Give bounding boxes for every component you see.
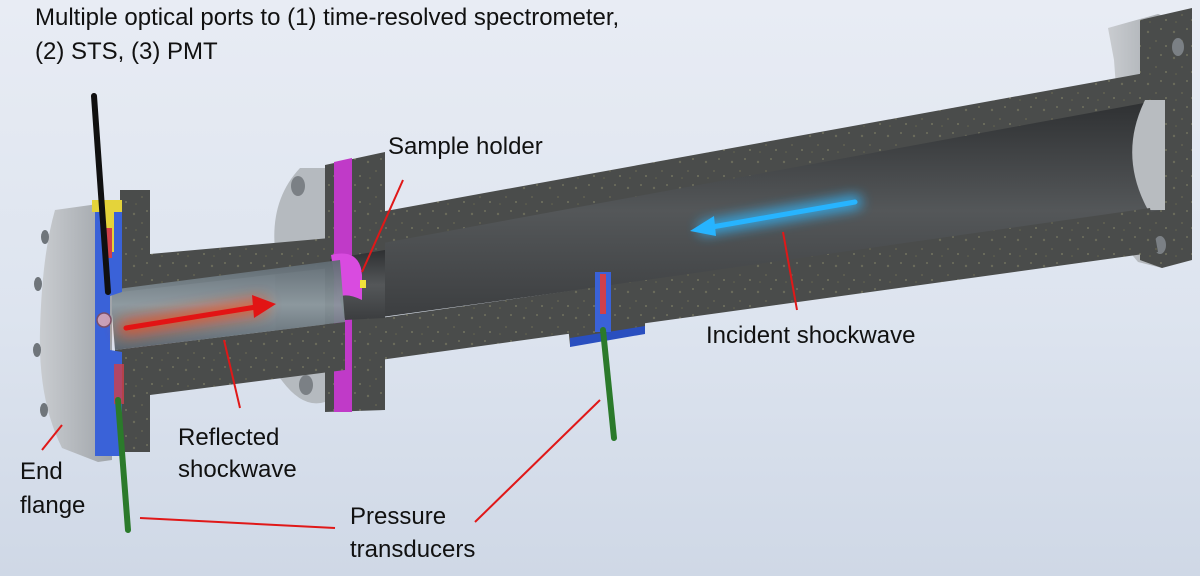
label-reflected-line2: shockwave bbox=[178, 456, 297, 483]
label-reflected-line1: Reflected bbox=[178, 424, 280, 451]
bolt-hole-icon bbox=[34, 277, 42, 291]
leader-transducer-right bbox=[474, 399, 601, 523]
label-pressure-line2: transducers bbox=[350, 536, 476, 563]
label-pressure-line1: Pressure bbox=[350, 503, 447, 530]
leader-lines bbox=[41, 179, 798, 529]
label-end-flange-line2: flange bbox=[20, 492, 86, 519]
optical-window-icon bbox=[96, 312, 112, 328]
incident-shockwave-arrow bbox=[690, 195, 862, 236]
bolt-hole-icon bbox=[299, 375, 313, 395]
leader-end-flange bbox=[41, 424, 63, 451]
pressure-transducer-rod-left bbox=[115, 397, 131, 533]
label-optical-ports-line1: Multiple optical ports to (1) time-resol… bbox=[35, 4, 620, 31]
driven-tube bbox=[345, 72, 1165, 360]
reflected-shockwave-arrow bbox=[118, 295, 276, 336]
pressure-transducer-rod-right bbox=[600, 327, 617, 441]
label-incident-shockwave: Incident shockwave bbox=[706, 322, 916, 349]
leader-incident bbox=[782, 231, 798, 311]
label-end-flange-line1: End bbox=[20, 458, 63, 485]
bolt-hole-icon bbox=[40, 403, 48, 417]
label-optical-ports-line2: (2) STS, (3) PMT bbox=[35, 38, 218, 65]
leader-transducer-left bbox=[139, 517, 336, 529]
bolt-hole-icon bbox=[291, 176, 305, 196]
leader-sample-holder bbox=[361, 179, 404, 273]
end-flange bbox=[33, 200, 124, 462]
bolt-hole-icon bbox=[33, 343, 41, 357]
optical-fiber bbox=[91, 93, 111, 295]
leader-reflected bbox=[223, 339, 241, 409]
bolt-hole-icon bbox=[1172, 38, 1184, 56]
label-sample-holder: Sample holder bbox=[388, 133, 543, 160]
bolt-hole-icon bbox=[41, 230, 49, 244]
